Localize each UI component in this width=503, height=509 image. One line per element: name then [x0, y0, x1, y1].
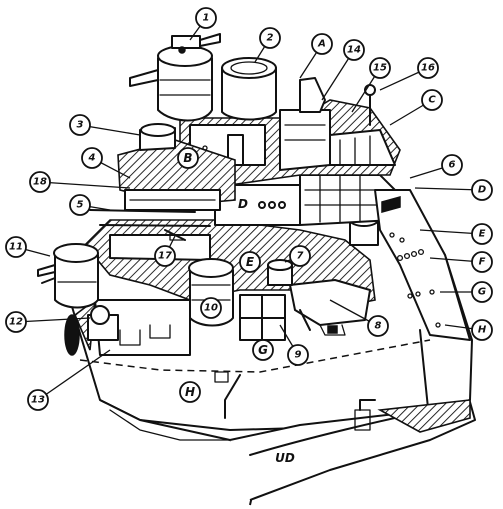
- callout-18-label: 18: [33, 177, 47, 188]
- callout-1-circle: [195, 7, 217, 29]
- inline-letter-h: H: [185, 385, 195, 399]
- callout-6-circle: [441, 154, 463, 176]
- callout-13-leader: [37, 349, 111, 401]
- callout-13-circle: [27, 389, 49, 411]
- tower-2: [221, 57, 277, 121]
- callout-a-circle: [311, 33, 333, 55]
- callout-a-label: A: [317, 39, 326, 50]
- callout-13-label: 13: [31, 395, 45, 406]
- callout-3-label: 3: [77, 120, 84, 131]
- callout-8-label: 8: [375, 321, 382, 332]
- rail-lines: [89, 209, 211, 241]
- callout-16-label: 16: [421, 63, 435, 74]
- callout-e-label: E: [479, 229, 486, 240]
- callout-5-circle: [69, 194, 91, 216]
- callout-2-circle: [259, 27, 281, 49]
- inline-letter-d: D: [238, 197, 248, 211]
- callout-14-label: 14: [347, 45, 361, 56]
- inline-letter-g: G: [258, 343, 268, 357]
- callout-12-circle: [5, 311, 27, 333]
- callout-1-label: 1: [203, 13, 210, 24]
- callout-3-circle: [69, 114, 91, 136]
- callout-9-circle: [287, 344, 309, 366]
- callout-12-label: 12: [9, 317, 23, 328]
- callout-4-label: 4: [88, 153, 96, 164]
- boat: [64, 305, 119, 356]
- callout-h-circle: [471, 319, 493, 341]
- inline-letter-e: E: [246, 255, 255, 269]
- callout-4-circle: [81, 147, 103, 169]
- callout-d-leader: [414, 187, 483, 191]
- callout-17-label: 17: [158, 251, 172, 262]
- turret-11: [37, 243, 99, 309]
- callout-h-label: H: [478, 325, 487, 336]
- b-deck: [117, 123, 236, 211]
- callout-15-label: 15: [373, 63, 387, 74]
- callout-16-circle: [417, 57, 439, 79]
- inline-letters: B D E G H UD: [177, 147, 295, 465]
- callout-d-label: D: [478, 185, 486, 196]
- callout-7-label: 7: [297, 251, 304, 262]
- callout-2-label: 2: [267, 33, 274, 44]
- callout-c-circle: [421, 89, 443, 111]
- callout-17-circle: [154, 245, 176, 267]
- callout-6-label: 6: [449, 160, 456, 171]
- callout-11-circle: [5, 236, 27, 258]
- turret-1: [129, 33, 221, 122]
- callout-8-circle: [367, 315, 389, 337]
- callout-12-leader: [15, 317, 91, 323]
- callout-9-label: 9: [295, 350, 302, 361]
- callout-18-leader: [39, 181, 131, 189]
- callout-d-circle: [471, 179, 493, 201]
- callout-f-circle: [471, 251, 493, 273]
- inline-letter-b: B: [183, 151, 192, 165]
- callout-g-circle: [471, 281, 493, 303]
- superstructure-d: [214, 174, 396, 226]
- side-wall: [374, 189, 471, 341]
- hull-text-ud: UD: [275, 451, 295, 465]
- callout-14-circle: [343, 39, 365, 61]
- callout-f-label: F: [479, 257, 486, 268]
- callout-11-label: 11: [9, 242, 23, 253]
- mount-7: [267, 259, 293, 286]
- callout-e-circle: [471, 223, 493, 245]
- callout-10-label: 10: [204, 303, 218, 314]
- callout-10-circle: [200, 297, 222, 319]
- callout-c-label: C: [428, 95, 436, 106]
- callout-15-circle: [369, 57, 391, 79]
- callout-7-circle: [289, 245, 311, 267]
- callout-g-label: G: [478, 287, 486, 298]
- callout-18-circle: [29, 171, 51, 193]
- callout-5-label: 5: [77, 200, 84, 211]
